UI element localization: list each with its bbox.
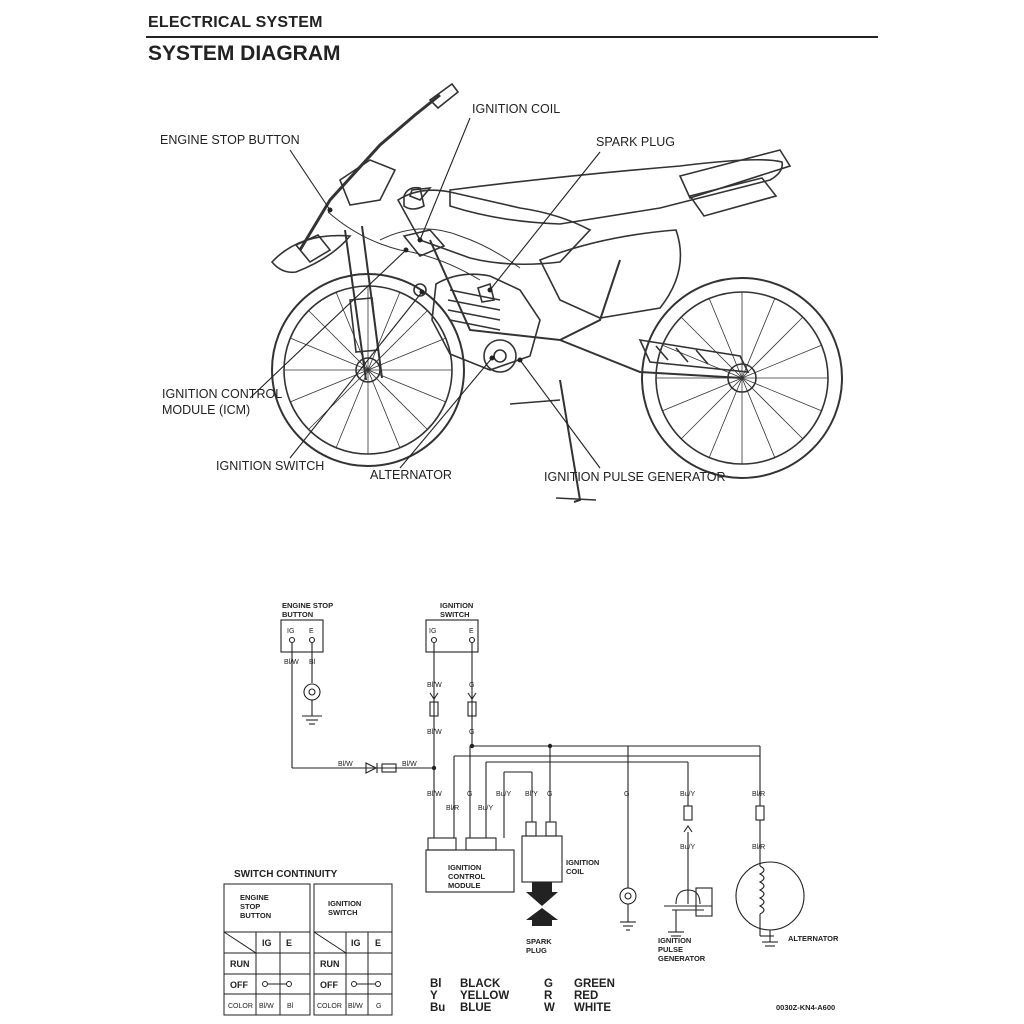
front-wheel xyxy=(271,273,465,467)
wire-label: Bl/W xyxy=(338,761,353,768)
sch-stop-wire-ig: Bl/W xyxy=(284,659,299,666)
cont-stop-title1: ENGINE xyxy=(240,893,269,902)
wire-label: Bl/R xyxy=(752,844,765,851)
page-title: SYSTEM DIAGRAM xyxy=(148,42,341,65)
label-ignition-switch: IGNITION SWITCH xyxy=(216,459,324,473)
legend-code: Bl xyxy=(430,978,442,990)
wire-label: Bl/Y xyxy=(525,791,538,798)
ipg-label3: GENERATOR xyxy=(658,954,706,963)
cont-stop-color-e: Bl xyxy=(287,1003,294,1010)
icm-box xyxy=(425,849,515,893)
spark-plug-label1: SPARK xyxy=(526,937,552,946)
alternator-circle xyxy=(735,861,805,931)
coil-label2: COIL xyxy=(566,867,584,876)
wire-label: G xyxy=(547,791,552,798)
wire-label: Bu/Y xyxy=(680,791,696,798)
wire-label: Bu/Y xyxy=(680,844,696,851)
legend-name: RED xyxy=(574,990,598,1002)
continuity-title: SWITCH CONTINUITY xyxy=(234,869,338,880)
wire-label: Bl/R xyxy=(446,805,459,812)
cont-stop-color: COLOR xyxy=(228,1003,253,1010)
cont-sw-col-ig: IG xyxy=(351,938,361,948)
cont-sw-off: OFF xyxy=(320,980,338,990)
sch-stop-title2: BUTTON xyxy=(282,610,313,619)
cont-sw-color-e: G xyxy=(376,1003,381,1010)
legend-code: R xyxy=(544,990,553,1002)
label-spark-plug: SPARK PLUG xyxy=(596,135,675,149)
ignition-switch-box xyxy=(425,619,479,653)
sch-stop-e: E xyxy=(309,628,314,635)
figure-code: 0030Z-KN4-A600 xyxy=(776,1003,835,1012)
cont-stop-title3: BUTTON xyxy=(240,911,271,920)
header-rule xyxy=(146,36,878,38)
legend-code: W xyxy=(544,1002,555,1014)
section-title: ELECTRICAL SYSTEM xyxy=(148,14,323,31)
wire-label: Bl/W xyxy=(427,791,442,798)
label-alternator: ALTERNATOR xyxy=(370,468,452,482)
wire-label: Bl/W xyxy=(427,729,442,736)
label-ignition-coil: IGNITION COIL xyxy=(472,102,560,116)
wiring-schematic: ENGINE STOP BUTTON IG E Bl/W Bl IGNITION… xyxy=(280,601,839,963)
wire-label: G xyxy=(467,791,472,798)
cont-sw-color-ig: Bl/W xyxy=(348,1003,363,1010)
sch-sw-title1: IGNITION xyxy=(440,601,473,610)
cont-stop-col-e: E xyxy=(286,938,292,948)
wire-label: G xyxy=(469,682,474,689)
alternator-label: ALTERNATOR xyxy=(788,934,839,943)
legend-name: BLUE xyxy=(460,1002,492,1014)
sch-sw-ig: IG xyxy=(429,628,436,635)
label-ignition-pulse-generator: IGNITION PULSE GENERATOR xyxy=(544,470,726,484)
coil-label1: IGNITION xyxy=(566,858,599,867)
cont-stop-title2: STOP xyxy=(240,902,260,911)
cont-stop-color-ig: Bl/W xyxy=(259,1003,274,1010)
wire-label: Bl/W xyxy=(402,761,417,768)
wire-label: G xyxy=(624,791,629,798)
wire-label: Bl/W xyxy=(427,682,442,689)
spark-plug-label2: PLUG xyxy=(526,946,547,955)
switch-continuity: SWITCH CONTINUITY ENGINE STOP BUTTON IG … xyxy=(223,869,393,1016)
sch-sw-e: E xyxy=(469,628,474,635)
cont-sw-color: COLOR xyxy=(317,1003,342,1010)
cont-stop-off: OFF xyxy=(230,980,248,990)
legend-name: BLACK xyxy=(460,978,501,990)
cont-sw-run: RUN xyxy=(320,959,340,969)
legend-name: WHITE xyxy=(574,1002,611,1014)
legend-code: Y xyxy=(430,990,438,1002)
wire-label: Bu/Y xyxy=(496,791,512,798)
ipg-label1: IGNITION xyxy=(658,936,691,945)
engine-stop-button-box xyxy=(280,619,324,653)
cont-sw-title2: SWITCH xyxy=(328,908,358,917)
icm-label3: MODULE xyxy=(448,881,481,890)
sch-stop-title1: ENGINE STOP xyxy=(282,601,333,610)
color-legend: Bl BLACK Y YELLOW Bu BLUE G GREEN R RED … xyxy=(430,978,615,1014)
icm-label1: IGNITION xyxy=(448,863,481,872)
legend-code: G xyxy=(544,978,553,990)
sch-sw-title2: SWITCH xyxy=(440,610,470,619)
legend-name: GREEN xyxy=(574,978,615,990)
leader-lines xyxy=(249,117,601,469)
ignition-coil-box xyxy=(521,835,563,883)
motorcycle-illustration xyxy=(270,82,843,503)
sch-stop-ig: IG xyxy=(287,628,294,635)
wire-label: Bl/R xyxy=(752,791,765,798)
legend-name: YELLOW xyxy=(460,990,509,1002)
sch-stop-wire-e: Bl xyxy=(309,659,316,666)
legend-code: Bu xyxy=(430,1002,445,1014)
wire-label: G xyxy=(469,729,474,736)
cont-stop-col-ig: IG xyxy=(262,938,272,948)
ipg-label2: PULSE xyxy=(658,945,683,954)
label-icm-line2: MODULE (ICM) xyxy=(162,403,250,417)
icm-label2: CONTROL xyxy=(448,872,485,881)
cont-sw-col-e: E xyxy=(375,938,381,948)
label-icm-line1: IGNITION CONTROL xyxy=(162,387,282,401)
label-engine-stop-button: ENGINE STOP BUTTON xyxy=(160,133,300,147)
wire-label: Bu/Y xyxy=(478,805,494,812)
cont-stop-run: RUN xyxy=(230,959,250,969)
cont-sw-title1: IGNITION xyxy=(328,899,361,908)
